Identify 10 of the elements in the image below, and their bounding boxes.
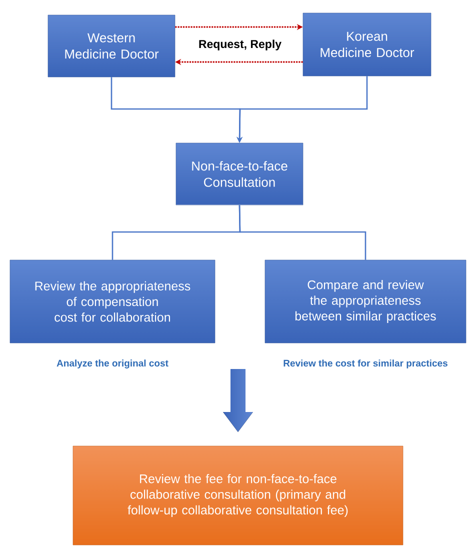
caption-text: Review the cost for similar practices xyxy=(284,360,448,368)
process-box: Compare and review the appropriateness between similar practices xyxy=(264,260,466,344)
caption-text: Analyze the original cost xyxy=(56,360,168,368)
edge-label: Request, Reply xyxy=(197,38,283,52)
process-box: Review the appropriateness of compensation cost for collaboration xyxy=(10,260,216,344)
process-box: Western Medicine Doctor xyxy=(48,14,176,78)
process-box: Korean Medicine Doctor xyxy=(302,12,432,76)
process-box: Non-face-to-face Consultation xyxy=(176,142,304,206)
process-box: Review the fee for non-face-to-face collaborative consultation (primary and follow-up collaborative consultation fee) xyxy=(72,446,404,546)
block-arrow xyxy=(223,369,253,432)
